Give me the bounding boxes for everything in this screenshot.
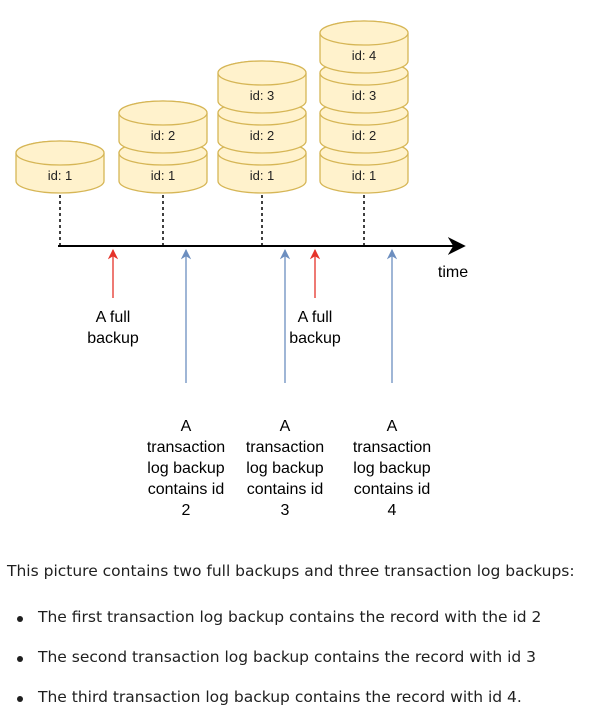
database-stacks: id: 1 id: 1 id: 2 id: 1 id: 2 id: 3 id: 1 id: 2… bbox=[15, 20, 409, 194]
cylinder-label: id: 1 bbox=[352, 168, 377, 183]
cylinder-top bbox=[217, 60, 307, 86]
cylinder-top bbox=[319, 20, 409, 46]
timeline bbox=[58, 195, 466, 383]
cylinder-label: id: 2 bbox=[250, 128, 275, 143]
cylinder-top bbox=[118, 100, 208, 126]
cylinder-label: id: 4 bbox=[352, 48, 377, 63]
backup-timeline-diagram: id: 1 id: 1 id: 2 id: 1 id: 2 id: 3 id: 1 id: 2… bbox=[15, 20, 468, 519]
database-cylinder: id: 1 bbox=[15, 140, 105, 194]
database-stack: id: 1 id: 2 id: 3 bbox=[217, 60, 307, 194]
list-item-second-log-backup: The second transaction log backup contai… bbox=[16, 648, 537, 666]
database-cylinder: id: 4 bbox=[319, 20, 409, 74]
diagram-caption: This picture contains two full backups a… bbox=[7, 562, 575, 580]
cylinder-label: id: 2 bbox=[151, 128, 176, 143]
database-stack: id: 1 bbox=[15, 140, 105, 194]
cylinder-label: id: 1 bbox=[250, 168, 275, 183]
cylinder-top bbox=[15, 140, 105, 166]
cylinder-label: id: 1 bbox=[48, 168, 73, 183]
list-item-first-log-backup: The first transaction log backup contain… bbox=[16, 608, 542, 626]
cylinder-label: id: 2 bbox=[352, 128, 377, 143]
cylinder-label: id: 3 bbox=[250, 88, 275, 103]
cylinder-label: id: 3 bbox=[352, 88, 377, 103]
database-cylinder: id: 2 bbox=[118, 100, 208, 154]
database-stack: id: 1 id: 2 id: 3 id: 4 bbox=[319, 20, 409, 194]
list-item-third-log-backup: The third transaction log backup contain… bbox=[17, 688, 522, 706]
cylinder-label: id: 1 bbox=[151, 168, 176, 183]
database-stack: id: 1 id: 2 bbox=[118, 100, 208, 194]
database-cylinder: id: 3 bbox=[217, 60, 307, 114]
time-axis-label: time bbox=[438, 264, 468, 281]
